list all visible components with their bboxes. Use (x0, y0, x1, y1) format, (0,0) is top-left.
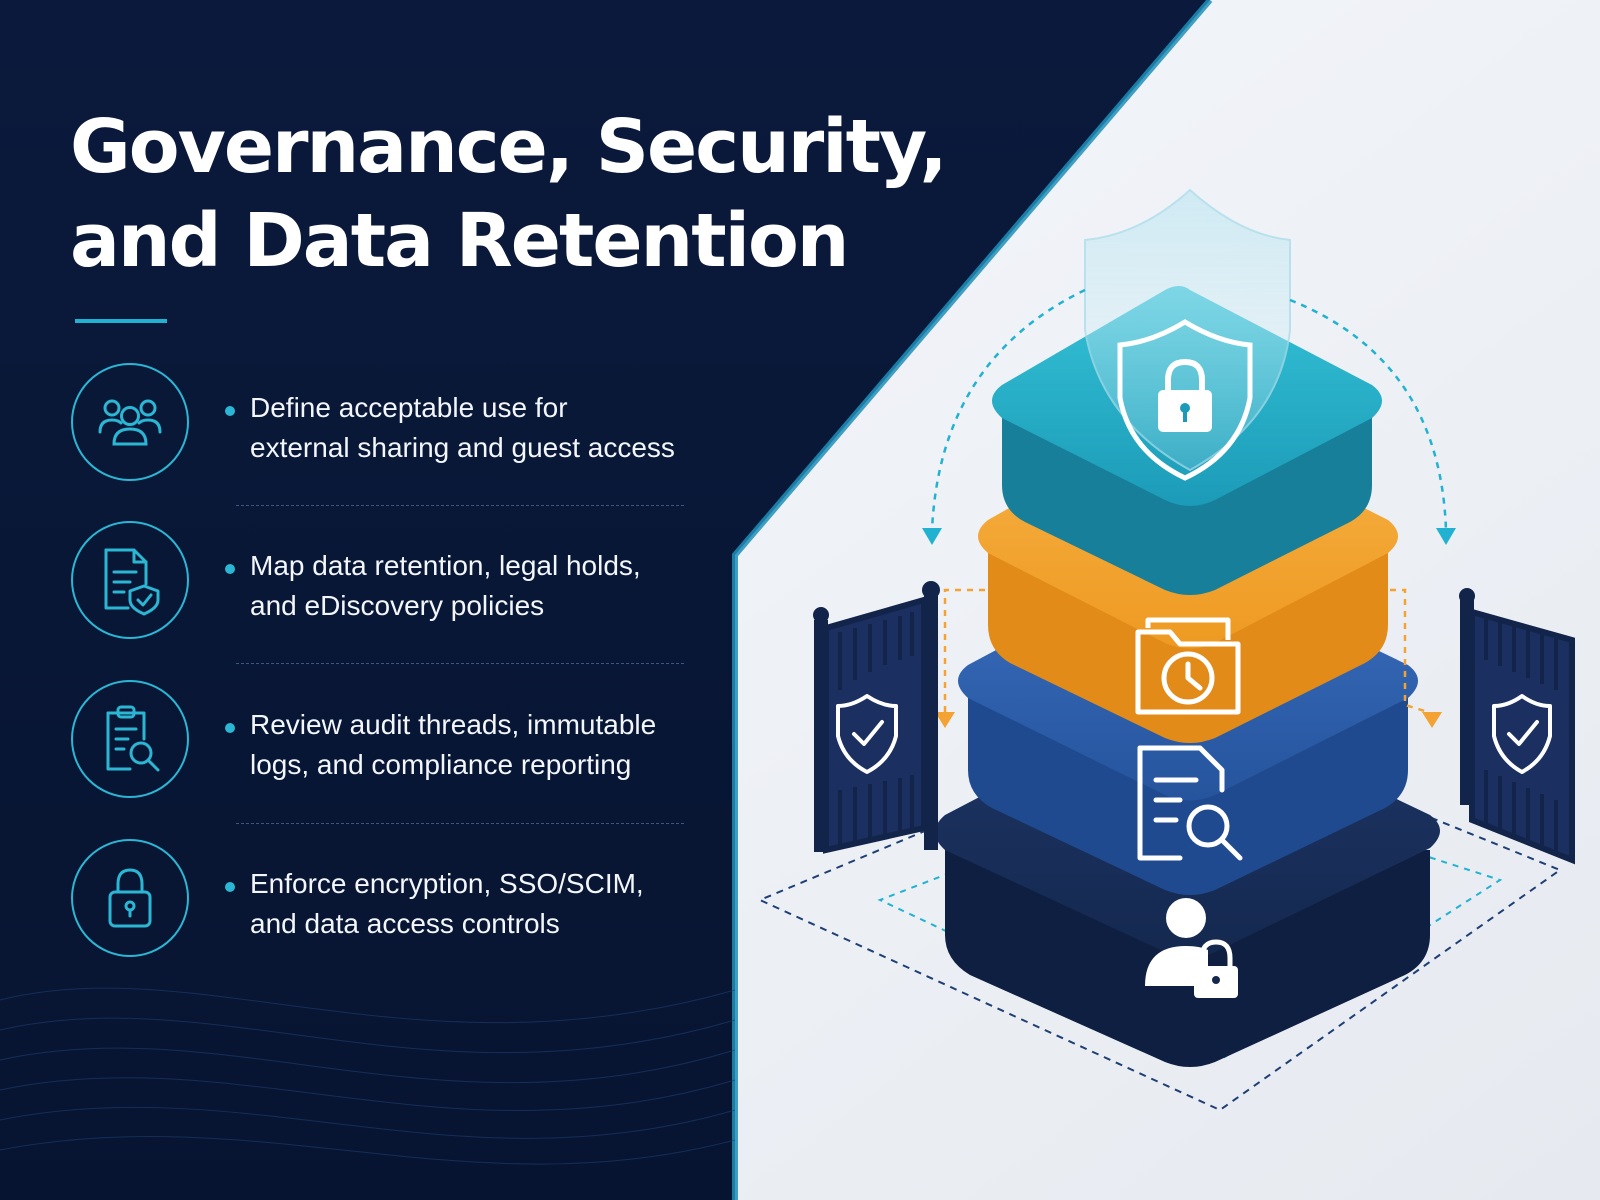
shield-check-icon (836, 694, 898, 774)
item-line-2: logs, and compliance reporting (250, 749, 632, 780)
bullet (225, 723, 235, 733)
list-item-audit: Review audit threads, immutable logs, an… (70, 679, 710, 805)
floor-outline-outer (757, 718, 1563, 1112)
document-shield-icon (104, 548, 160, 616)
separator (236, 663, 684, 664)
list-item-sharing: Define acceptable use for external shari… (70, 362, 710, 488)
item-line-2: and data access controls (250, 908, 560, 939)
flow-arrow-left (930, 288, 1086, 531)
user-lock-icon (1145, 898, 1238, 998)
folder-clock-icon (1135, 617, 1241, 715)
gate-left (813, 581, 940, 854)
page-title: Governance, Security, and Data Retention (70, 100, 950, 288)
item-line-1: Review audit threads, immutable (250, 709, 657, 740)
title-line-1: Governance, Security, (70, 104, 948, 190)
item-text: Define acceptable use for external shari… (250, 388, 710, 468)
shield-lock-icon (1117, 319, 1253, 481)
icon-circle (71, 521, 189, 639)
flow-arrow-orange-left (943, 588, 985, 715)
bullet (225, 882, 235, 892)
shield-check-icon (1492, 694, 1552, 774)
list-item-retention: Map data retention, legal holds, and eDi… (70, 520, 710, 646)
item-line-1: Define acceptable use for (250, 392, 568, 423)
accent-rule (75, 319, 167, 323)
list-item-encryption: Enforce encryption, SSO/SCIM, and data a… (70, 838, 710, 964)
item-text: Review audit threads, immutable logs, an… (250, 705, 710, 785)
glass-shield (1084, 188, 1291, 472)
item-line-2: external sharing and guest access (250, 432, 675, 463)
bullet (225, 406, 235, 416)
flow-arrow-right (1289, 298, 1448, 531)
item-line-1: Enforce encryption, SSO/SCIM, (250, 868, 644, 899)
bullet (225, 564, 235, 574)
separator (236, 505, 684, 506)
icon-circle (71, 680, 189, 798)
title-line-2: and Data Retention (70, 198, 849, 284)
gate-right (1459, 588, 1575, 865)
item-line-1: Map data retention, legal holds, (250, 550, 641, 581)
clipboard-search-icon (106, 705, 160, 772)
document-search-icon (1137, 745, 1243, 861)
item-text: Map data retention, legal holds, and eDi… (250, 546, 710, 626)
layer-security (992, 188, 1382, 595)
wave-pattern (0, 987, 736, 1165)
item-text: Enforce encryption, SSO/SCIM, and data a… (250, 864, 710, 944)
separator (236, 823, 684, 824)
users-group-icon (98, 399, 162, 446)
icon-circle (71, 839, 189, 957)
icon-circle (71, 363, 189, 481)
item-line-2: and eDiscovery policies (250, 590, 545, 621)
padlock-icon (108, 868, 152, 928)
flow-arrow-orange-right (1390, 588, 1429, 714)
